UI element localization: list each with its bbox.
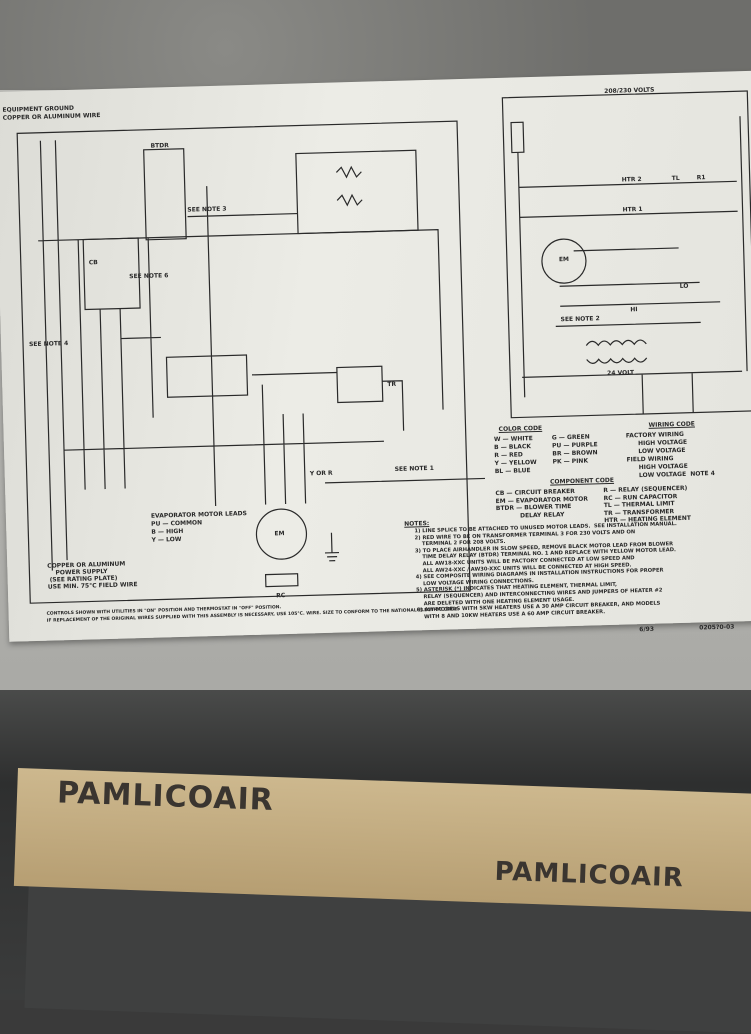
tr-label: TR	[387, 380, 397, 389]
em-label-right: EM	[558, 256, 570, 264]
ground-symbol	[324, 532, 340, 562]
evaporator-motor	[255, 508, 308, 560]
em-label: EM	[274, 530, 285, 538]
rc-label: RC	[276, 592, 286, 600]
see-note-1: SEE NOTE 1	[394, 464, 434, 473]
brand-logo: PAMLICOAIR	[56, 775, 275, 818]
tl-label: TL	[671, 174, 680, 183]
heating-element	[335, 165, 363, 207]
schematic-border-left	[16, 120, 471, 604]
hi-label: HI	[630, 306, 638, 314]
cb-label: CB	[88, 259, 98, 267]
wire-label-y-or-r: Y OR R	[309, 469, 333, 478]
btdr-label: BTDR	[150, 142, 169, 150]
wiring-schematic	[16, 90, 751, 604]
color-code-item: PK — PINK	[552, 457, 589, 466]
brand-logo-secondary: PAMLICOAIR	[494, 856, 685, 894]
supply-voltage: 208/230 VOLTS	[604, 86, 655, 95]
see-note-4: SEE NOTE 4	[28, 340, 69, 349]
see-note-6: SEE NOTE 6	[129, 272, 169, 281]
notes-title: NOTES:	[404, 520, 430, 528]
color-code-item: BL — BLUE	[494, 467, 531, 476]
htr2-label: HTR 2	[621, 175, 642, 184]
cb-right	[510, 121, 525, 154]
see-note-3: SEE NOTE 3	[187, 205, 227, 214]
part-number: 0205?0-03	[699, 623, 735, 632]
lo-label: LO	[679, 282, 689, 290]
btdr-relay	[143, 148, 187, 241]
r1-label: R1	[696, 174, 706, 182]
schematic-border-right	[501, 90, 751, 419]
wires-left	[38, 140, 485, 571]
diagram-date: 6/93	[639, 625, 655, 634]
color-code-title: COLOR CODE	[498, 424, 543, 434]
motor-lead: PU — COMMON	[151, 519, 203, 528]
transformer-voltage: 24 VOLT	[607, 369, 635, 377]
htr1-label: HTR 1	[622, 205, 643, 214]
wiring-diagram-label: EQUIPMENT GROUND COPPER OR ALUMINUM WIRE…	[0, 70, 751, 642]
evaporator-motor-right	[541, 238, 587, 284]
wires-right-low	[522, 370, 743, 415]
wiring-code-title: WIRING CODE	[648, 420, 695, 429]
relay-sequencer	[165, 354, 249, 398]
notes-list: 1) LINE SPLICE TO BE ATTACHED TO UNUSED …	[414, 521, 679, 621]
see-note-2: SEE NOTE 2	[560, 315, 600, 324]
run-capacitor	[264, 573, 299, 588]
transformer-right	[585, 339, 648, 364]
motor-lead: Y — LOW	[151, 535, 182, 544]
wires-right	[517, 116, 748, 398]
heater-block	[295, 149, 419, 235]
transformer-left	[336, 365, 384, 404]
